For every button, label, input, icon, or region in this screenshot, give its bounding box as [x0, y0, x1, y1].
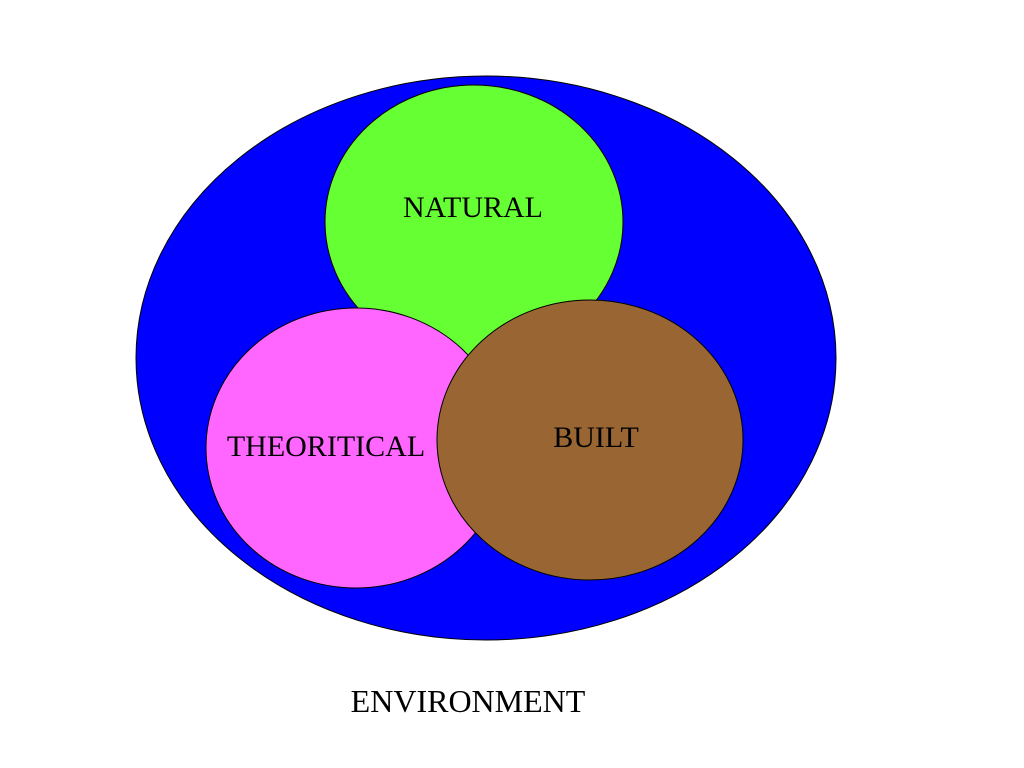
natural-label: NATURAL [403, 191, 543, 224]
theoretical-label: THEORITICAL [227, 430, 425, 463]
built-circle [436, 299, 744, 581]
built-label: BUILT [553, 421, 639, 454]
environment-caption: ENVIRONMENT [351, 683, 586, 719]
